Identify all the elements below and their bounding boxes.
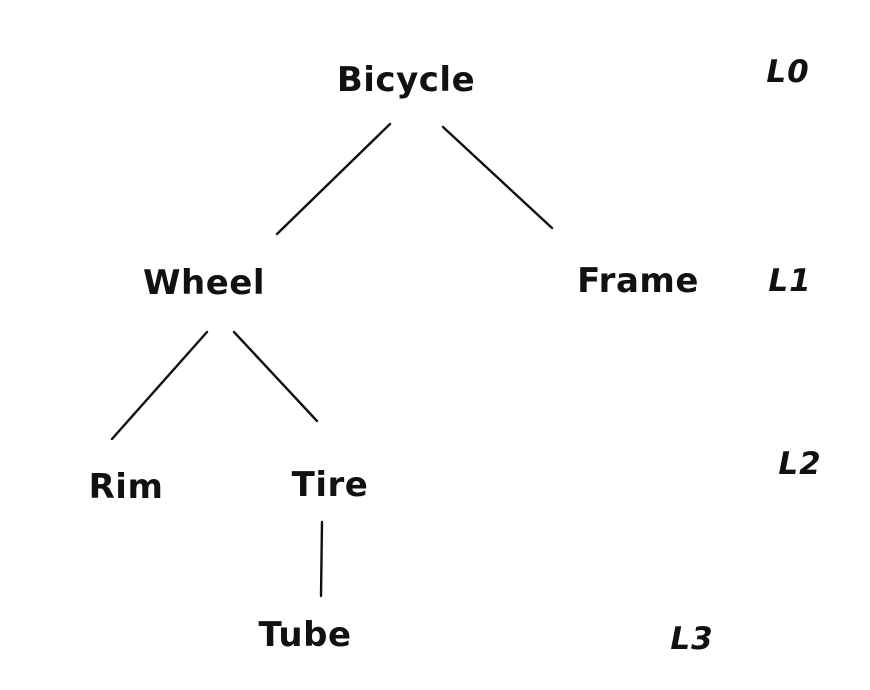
- level-label-l3: L3: [670, 621, 714, 657]
- edge-bicycle-frame: [441, 125, 554, 230]
- edge-wheel-tire: [232, 330, 319, 423]
- level-label-l1: L1: [768, 263, 812, 299]
- edge-bicycle-wheel: [275, 122, 392, 236]
- node-label-frame: Frame: [577, 261, 699, 301]
- node-label-tube: Tube: [258, 615, 352, 655]
- level-label-l0: L0: [766, 54, 810, 90]
- level-label-l2: L2: [778, 446, 822, 482]
- node-label-rim: Rim: [88, 467, 164, 507]
- node-label-wheel: Wheel: [143, 263, 265, 303]
- node-label-tire: Tire: [291, 465, 369, 505]
- edge-wheel-rim: [110, 330, 209, 441]
- node-label-bicycle: Bicycle: [336, 60, 476, 100]
- edge-tire-tube: [319, 520, 324, 598]
